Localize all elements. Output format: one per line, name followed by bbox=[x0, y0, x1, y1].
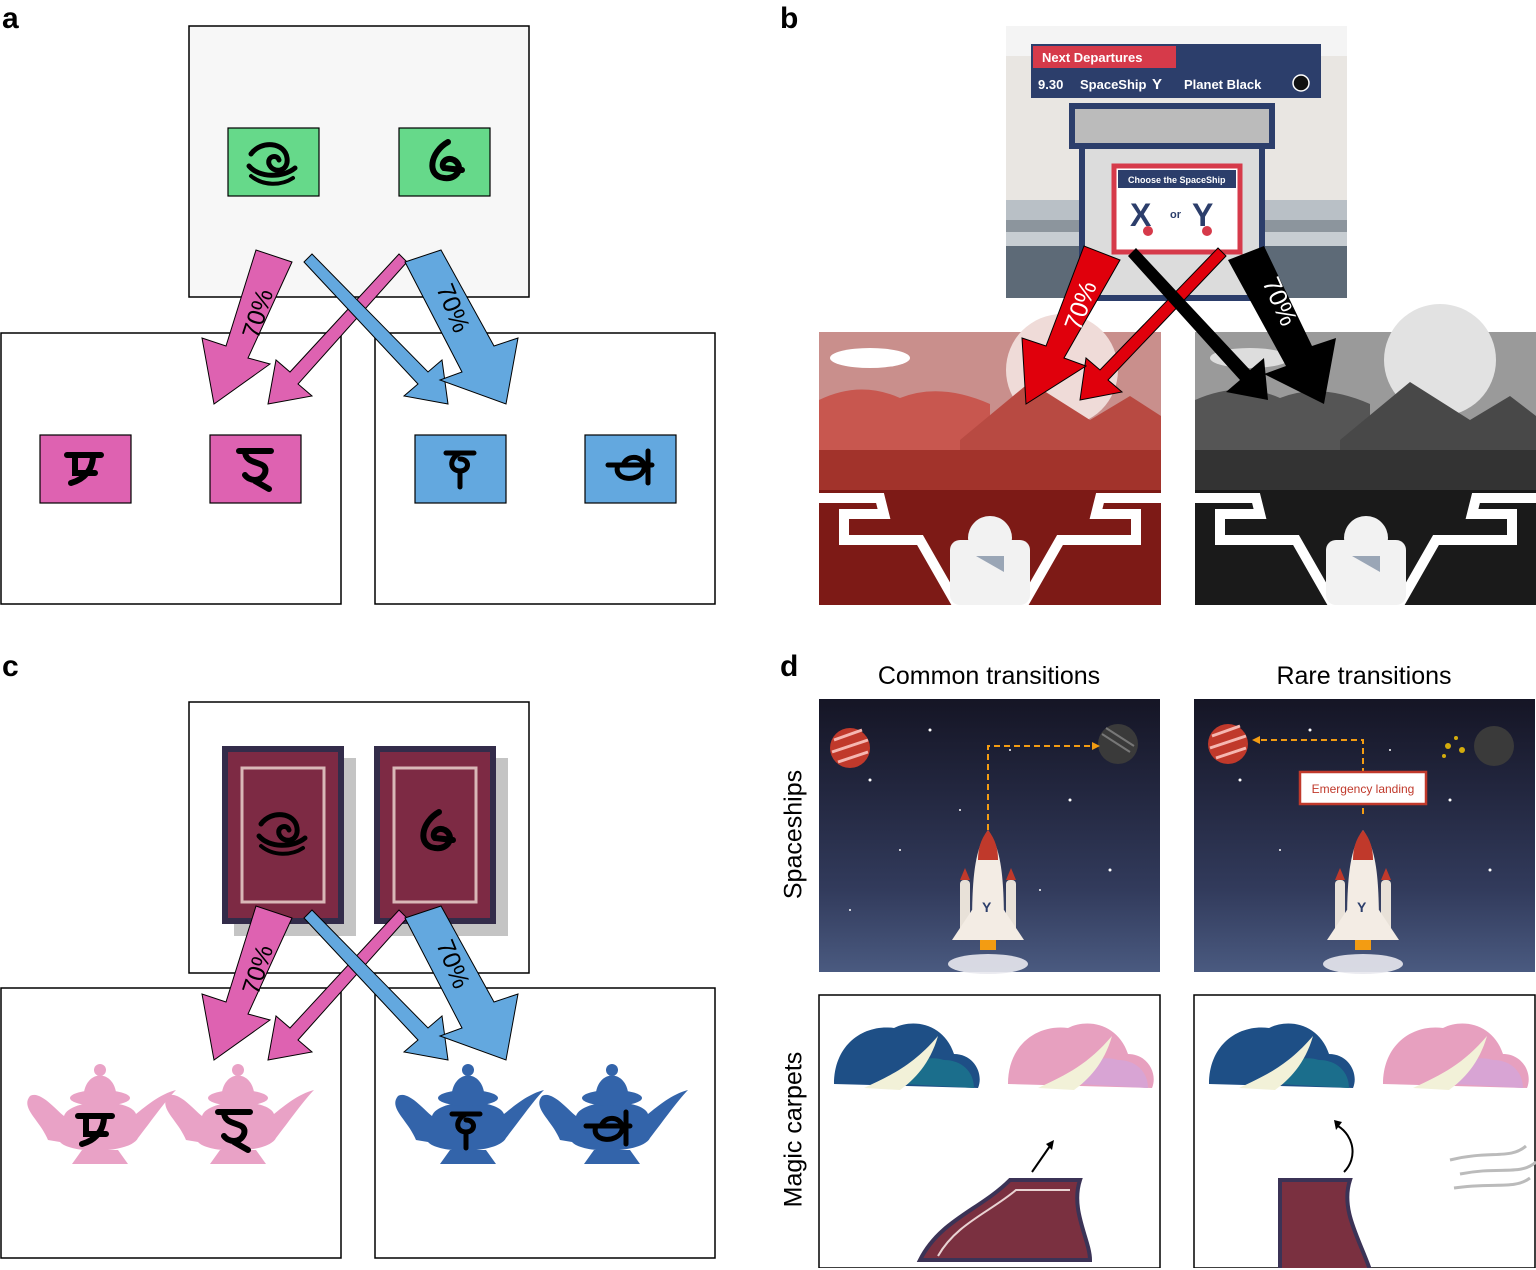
panel-d: Y bbox=[818, 699, 1536, 1268]
common-route bbox=[987, 745, 1092, 830]
emergency-label: Emergency landing bbox=[1312, 782, 1415, 796]
panel-b: Next Departures 9.30 SpaceShip Y Planet … bbox=[819, 26, 1536, 610]
row-title-spaceships: Spaceships bbox=[779, 769, 808, 900]
panel-label-c: c bbox=[2, 650, 19, 683]
red-planet-scene bbox=[819, 314, 1161, 610]
flying-carpet-rare bbox=[1278, 1178, 1372, 1268]
pink-option-2 bbox=[209, 434, 302, 504]
panel-label-d: d bbox=[780, 650, 799, 683]
arrow-big-pink-c bbox=[201, 905, 293, 1061]
board-header: Next Departures bbox=[1042, 50, 1142, 65]
arrow-thin-pink-c bbox=[267, 909, 408, 1061]
arrow-big-blue-c bbox=[404, 905, 519, 1061]
carpet-right bbox=[374, 746, 508, 936]
arrow-thin-red bbox=[1079, 247, 1227, 401]
black-planet-icon-rare bbox=[1474, 726, 1514, 766]
kiosk-y: Y bbox=[1192, 197, 1213, 233]
emergency-label-box bbox=[1298, 770, 1428, 806]
board-indicator bbox=[1292, 74, 1310, 92]
carpet-left bbox=[222, 746, 356, 936]
green-option-left bbox=[227, 127, 320, 197]
board-ship: SpaceShip bbox=[1080, 77, 1147, 92]
arrow-thin-pink bbox=[267, 253, 408, 405]
green-option-right bbox=[398, 127, 491, 197]
kiosk-prompt: Choose the SpaceShip bbox=[1128, 175, 1226, 185]
col-title-common: Common transitions bbox=[877, 662, 1101, 690]
panel-label-a: a bbox=[2, 2, 19, 35]
panel-c: 70% 70% bbox=[0, 701, 716, 1259]
stars-rare bbox=[1238, 728, 1492, 872]
kiosk-x: X bbox=[1130, 197, 1152, 233]
board-time: 9.30 bbox=[1038, 77, 1063, 92]
blue-option-2 bbox=[584, 434, 677, 504]
board-destination: Planet Black bbox=[1184, 77, 1262, 92]
arrow-big-black bbox=[1228, 246, 1336, 404]
row-title-carpets: Magic carpets bbox=[779, 1051, 808, 1208]
debris-icon bbox=[1442, 736, 1465, 758]
stars-common bbox=[849, 728, 1112, 911]
arrow-big-pink bbox=[201, 249, 293, 405]
board-ship-glyph: Y bbox=[1152, 76, 1162, 93]
pink-option-1 bbox=[39, 434, 132, 504]
panel-a: 70% 70% bbox=[0, 25, 716, 605]
arrow-up-common bbox=[1031, 1145, 1051, 1173]
col-title-rare: Rare transitions bbox=[1276, 662, 1452, 690]
black-planet-scene bbox=[1195, 304, 1536, 610]
arrow-thin-black bbox=[1128, 248, 1268, 400]
panel-label-b: b bbox=[780, 2, 799, 35]
booth-roof bbox=[1069, 103, 1275, 149]
kiosk-or: or bbox=[1170, 209, 1182, 221]
arrow-big-red bbox=[1021, 245, 1121, 405]
wind-icon bbox=[1449, 1144, 1536, 1190]
arrow-curve-rare bbox=[1337, 1125, 1354, 1173]
arrow-big-blue bbox=[404, 249, 519, 405]
